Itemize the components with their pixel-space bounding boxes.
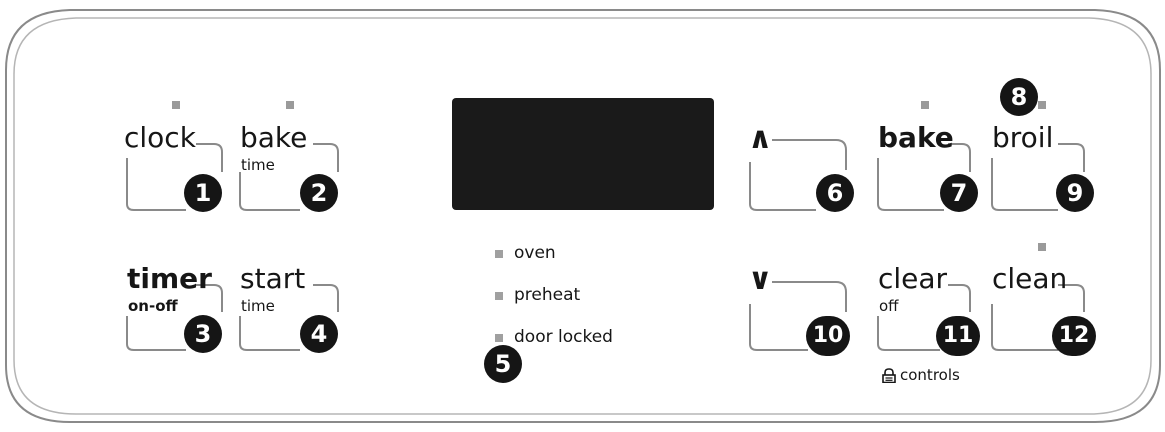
broil-key-label: broil (992, 121, 1054, 154)
key-bracket-clear-off-bottom (877, 316, 940, 351)
bake-time-key-label: bake (240, 121, 308, 154)
timer-key-label: timer (127, 262, 212, 295)
key-bracket-bake-time (313, 143, 339, 172)
preheat-indicator-led (495, 292, 503, 300)
up-arrow-icon: ∧ (748, 121, 773, 156)
start-time-key-sub: time (241, 297, 275, 315)
controls-lock-note: controls (882, 368, 960, 383)
bake-led (921, 101, 929, 109)
oven-indicator-label: oven (514, 243, 556, 263)
key-bracket-down (772, 281, 847, 312)
key-bracket-bake (948, 143, 971, 172)
down-arrow-icon: ∨ (748, 262, 773, 297)
key-bracket-clock-bottom (126, 158, 186, 211)
callout-12: 12 (1052, 316, 1096, 356)
door-locked-indicator-led (495, 334, 503, 342)
key-bracket-timer (196, 284, 223, 312)
clock-led (172, 101, 180, 109)
callout-6: 6 (816, 174, 854, 212)
callout-11: 11 (936, 316, 980, 356)
display-window (452, 98, 714, 210)
clock-key-label: clock (124, 121, 196, 154)
key-bracket-down-bottom (749, 304, 808, 351)
key-bracket-up (772, 139, 847, 170)
callout-7: 7 (940, 174, 978, 212)
clean-key-label: clean (992, 262, 1068, 295)
callout-1: 1 (184, 174, 222, 212)
broil-led (1038, 101, 1046, 109)
start-time-key-label: start (240, 262, 306, 295)
clear-off-key-sub: off (879, 297, 899, 315)
callout-9: 9 (1056, 174, 1094, 212)
key-bracket-start-time (313, 284, 339, 312)
preheat-indicator-label: preheat (514, 285, 581, 305)
key-bracket-broil-bottom (991, 158, 1058, 211)
key-bracket-broil (1058, 143, 1085, 172)
controls-lock-label: controls (900, 366, 960, 384)
key-bracket-clock (196, 143, 223, 172)
callout-2: 2 (300, 174, 338, 212)
key-bracket-bake-bottom (877, 158, 944, 211)
key-bracket-clean-bottom (991, 304, 1058, 351)
key-bracket-timer-bottom (126, 316, 186, 351)
bake-key-label: bake (878, 121, 954, 154)
key-bracket-up-bottom (749, 162, 816, 211)
callout-10: 10 (806, 316, 850, 356)
key-bracket-start-time-bottom (239, 316, 300, 351)
lock-icon (882, 368, 896, 383)
callout-4: 4 (300, 315, 338, 353)
oven-indicator-led (495, 250, 503, 258)
timer-key-sub: on-off (128, 297, 178, 315)
clean-led (1038, 243, 1046, 251)
key-bracket-bake-time-bottom (239, 172, 300, 211)
door-locked-indicator-label: door locked (514, 327, 613, 347)
clear-off-key-label: clear (878, 262, 948, 295)
callout-8: 8 (1000, 78, 1038, 116)
key-bracket-clean (1058, 284, 1085, 312)
callout-3: 3 (184, 315, 222, 353)
key-bracket-clear-off (948, 284, 971, 312)
callout-5: 5 (484, 345, 522, 383)
bake-time-led (286, 101, 294, 109)
bake-time-key-sub: time (241, 156, 275, 174)
